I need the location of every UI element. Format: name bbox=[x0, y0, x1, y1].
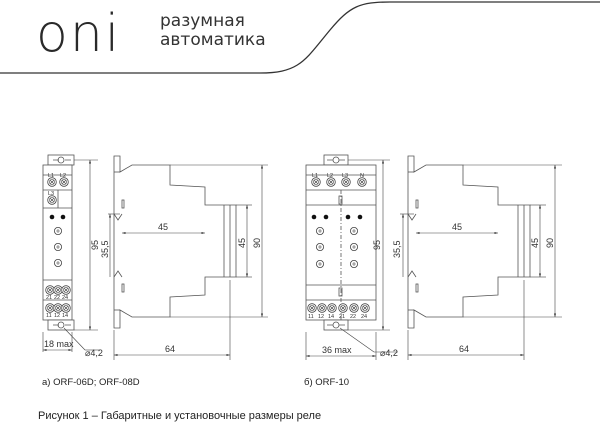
dim-width-36: 36 max bbox=[322, 345, 352, 355]
terminal-label: 12 bbox=[318, 314, 324, 320]
terminal-label: L1 bbox=[312, 173, 318, 179]
dim-hole: ⌀4,2 bbox=[85, 348, 103, 358]
figure-a-front-dimensions bbox=[42, 159, 100, 352]
terminal-label: 12 bbox=[54, 313, 60, 319]
tagline-line-2: автоматика bbox=[160, 30, 266, 50]
terminal-label: 22 bbox=[350, 314, 356, 320]
dim-hole: ⌀4,2 bbox=[380, 348, 398, 358]
terminal-label: L2 bbox=[60, 173, 66, 179]
terminal-label: N bbox=[360, 173, 364, 179]
terminal-label: L2 bbox=[327, 173, 333, 179]
figure-b-side-view bbox=[407, 155, 531, 329]
figure-title: Рисунок 1 – Габаритные и установочные ра… bbox=[38, 410, 322, 422]
figure-b-caption: б) ORF-10 bbox=[304, 377, 350, 388]
dim-height-90: 90 bbox=[545, 238, 555, 248]
terminal-label: L3 bbox=[48, 191, 54, 197]
figure-a-terminal-labels: L1 L2 L3 21 22 24 11 12 14 bbox=[46, 173, 68, 319]
terminal-label: 14 bbox=[62, 313, 68, 319]
terminal-label: 11 bbox=[308, 314, 314, 320]
dim-depth-64: 64 bbox=[459, 344, 469, 354]
terminal-label: 24 bbox=[62, 295, 68, 301]
terminal-label: 21 bbox=[46, 295, 52, 301]
dim-height-95: 95 bbox=[90, 240, 100, 250]
dim-width-18: 18 max bbox=[44, 339, 74, 349]
brand-tagline: разумная автоматика bbox=[160, 12, 266, 50]
header: oni разумная автоматика bbox=[0, 0, 600, 80]
terminal-label: 11 bbox=[46, 313, 52, 319]
figure-b-front-dimensions bbox=[305, 159, 398, 360]
dim-rail-offset: 35,5 bbox=[392, 240, 402, 258]
header-swoosh-line bbox=[0, 1, 600, 74]
figure-b-front-view bbox=[305, 154, 377, 331]
terminal-label: 14 bbox=[328, 314, 334, 320]
terminal-label: L1 bbox=[48, 173, 54, 179]
figure-a-side-view bbox=[113, 155, 237, 329]
figure-b-side-dimensions bbox=[400, 164, 562, 360]
figure-a-caption: а) ORF-06D; ORF-08D bbox=[42, 377, 140, 388]
dim-height-90: 90 bbox=[252, 238, 262, 248]
tagline-line-1: разумная bbox=[160, 11, 245, 31]
terminal-label: 21 bbox=[339, 314, 345, 320]
dim-height-95: 95 bbox=[372, 240, 382, 250]
dim-rail-offset: 35,5 bbox=[100, 240, 110, 258]
terminal-label: 24 bbox=[361, 314, 367, 320]
dim-inner-height-45: 45 bbox=[237, 238, 247, 248]
brand-logo: oni bbox=[36, 4, 122, 64]
dim-inner-height-45: 45 bbox=[530, 238, 540, 248]
terminal-label: L3 bbox=[342, 173, 348, 179]
figure-a-front-view bbox=[42, 154, 75, 331]
figure-b-terminal-labels: L1 L2 L3 N 11 12 14 21 22 24 bbox=[308, 173, 367, 320]
dim-depth-45: 45 bbox=[452, 222, 462, 232]
dim-depth-45: 45 bbox=[158, 222, 168, 232]
terminal-label: 22 bbox=[54, 295, 60, 301]
figure-a-side-dimensions bbox=[108, 164, 268, 360]
dim-depth-64: 64 bbox=[165, 344, 175, 354]
